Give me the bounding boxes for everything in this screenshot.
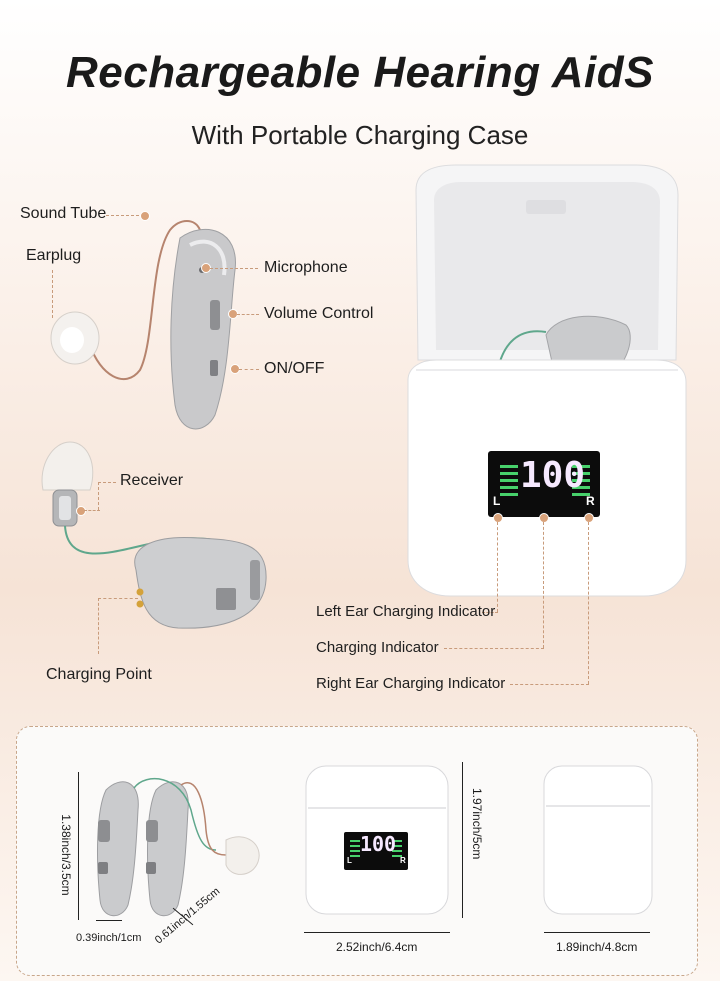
aid-height-label: 1.38inch/3.5cm — [59, 814, 73, 896]
leader-charging-point-h — [98, 598, 138, 599]
aid-width-label: 0.39inch/1cm — [76, 932, 142, 944]
aid-height-line — [78, 772, 79, 920]
leader-microphone — [210, 268, 258, 269]
case-depth-label: 1.89inch/4.8cm — [556, 940, 638, 954]
leader-left-indicator-h — [482, 612, 498, 613]
page-title: Rechargeable Hearing AidS — [66, 48, 654, 97]
charging-case-illustration — [407, 164, 687, 597]
leader-on-off — [239, 369, 259, 370]
label-right-ear-indicator: Right Ear Charging Indicator — [316, 675, 506, 692]
label-left-ear-indicator: Left Ear Charging Indicator — [316, 603, 496, 620]
dot-left-indicator — [493, 513, 503, 523]
leader-right-indicator-h — [510, 684, 589, 685]
leader-charging-point-v — [98, 598, 99, 654]
leader-right-indicator-v — [588, 522, 589, 684]
label-receiver: Receiver — [120, 472, 184, 489]
label-volume-control: Volume Control — [264, 305, 374, 322]
case-width-label: 2.52inch/6.4cm — [336, 940, 418, 954]
small-display-value: 100 — [359, 832, 397, 856]
display-left-letter: L — [493, 494, 501, 508]
label-microphone: Microphone — [264, 259, 348, 276]
small-display-left: L — [347, 856, 352, 865]
closed-case-side-illustration — [543, 765, 653, 915]
dot-receiver — [76, 506, 86, 516]
case-depth-line — [544, 932, 650, 933]
case-height-label: 1.97inch/5cm — [470, 788, 484, 860]
display-battery-value: 100 — [520, 455, 586, 496]
label-sound-tube: Sound Tube — [20, 205, 107, 222]
case-width-line — [304, 932, 450, 933]
page-subtitle: With Portable Charging Case — [191, 120, 529, 150]
leader-receiver-h — [98, 482, 116, 483]
label-charging-point: Charging Point — [46, 666, 152, 683]
hearing-aids-pair-illustration — [97, 778, 260, 917]
leader-receiver-link — [84, 510, 100, 511]
dot-sound-tube — [140, 211, 150, 221]
leader-charging-indicator-v — [543, 522, 544, 648]
dot-right-indicator — [584, 513, 594, 523]
label-charging-indicator: Charging Indicator — [316, 639, 439, 656]
closed-case-front-illustration — [305, 765, 449, 915]
aid-width-line — [96, 920, 122, 921]
leader-sound-tube — [106, 215, 144, 216]
label-on-off: ON/OFF — [264, 360, 325, 377]
small-display-right: R — [400, 856, 406, 865]
display-right-letter: R — [586, 494, 595, 508]
receiver-illustration — [41, 441, 267, 629]
leader-charging-indicator-h — [444, 648, 544, 649]
leader-earplug — [52, 270, 53, 318]
dot-charging-indicator — [539, 513, 549, 523]
hearing-aid-illustration — [50, 220, 236, 430]
case-height-line — [462, 762, 463, 918]
leader-receiver-v — [98, 482, 99, 510]
aid-height-label-wrap: 1.38inch/3.5cm — [57, 805, 75, 905]
label-earplug: Earplug — [26, 247, 82, 264]
leader-volume-control — [237, 314, 259, 315]
leader-left-indicator-v — [497, 522, 498, 612]
